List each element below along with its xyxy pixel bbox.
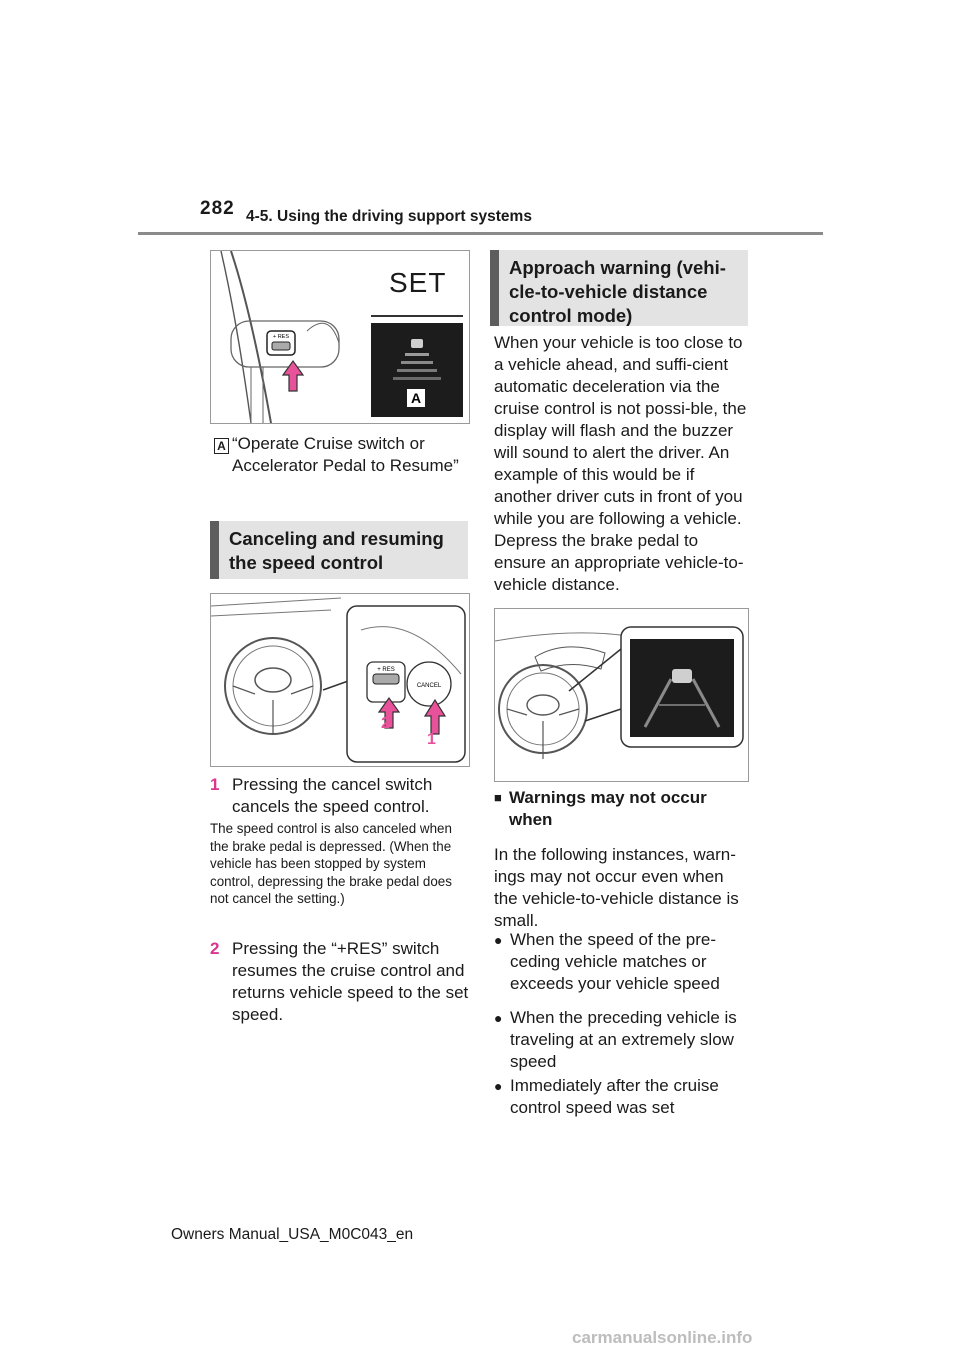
step-1-number: 1 [210, 775, 220, 794]
warning-item-text: Immediately after the cruise control spe… [510, 1076, 719, 1117]
caption-a-text: “Operate Cruise switch or Accelerator Pe… [232, 434, 459, 475]
warnings-intro: In the following instances, warn-ings ma… [494, 845, 739, 930]
caption-label-a: A [214, 438, 229, 454]
footer-manual-id: Owners Manual_USA_M0C043_en [171, 1226, 414, 1243]
figure-approach-display [494, 608, 749, 782]
step-1: 1 Pressing the cancel switch cancels the… [210, 774, 472, 818]
dashboard-illustration [495, 626, 744, 759]
warnings-title: Warnings may not occur when [509, 788, 707, 829]
warning-item-text: When the preceding vehicle is traveling … [510, 1008, 737, 1071]
square-bullet-icon: ■ [494, 790, 502, 805]
warning-item: ● When the speed of the pre-ceding vehic… [494, 929, 746, 995]
cancel-note: The speed control is also canceled when … [210, 821, 452, 906]
bullet-dot-icon: ● [494, 1010, 503, 1026]
step-2: 2 Pressing the “+RES” switch resumes the… [210, 938, 472, 1026]
section-title: 4-5. Using the driving support systems [246, 208, 532, 225]
heading-canceling-resuming: Canceling and resuming the speed control [210, 521, 468, 579]
warnings-subheading: ■ Warnings may not occur when [494, 787, 748, 831]
step-2-number: 2 [210, 939, 220, 958]
heading-approach-warning: Approach warning (vehi-cle-to-vehicle di… [490, 250, 748, 326]
warning-item-text: When the speed of the pre-ceding vehicle… [510, 930, 720, 993]
step-2-text: Pressing the “+RES” switch resumes the c… [232, 939, 469, 1024]
figure-cancel-switch: + RES CANCEL 2 1 [210, 593, 470, 767]
callout-2: 2 [381, 715, 390, 732]
radar-car-icon [393, 339, 441, 380]
warning-item: ● When the preceding vehicle is travelin… [494, 1007, 746, 1073]
cancel-switch-label: CANCEL [417, 683, 442, 689]
bullet-dot-icon: ● [494, 932, 503, 948]
switch-label-res: + RES [273, 334, 289, 340]
switch-label-res-2: + RES [377, 667, 395, 673]
watermark: carmanualsonline.info [572, 1328, 753, 1347]
figure-set-display: + RES SET A [210, 250, 470, 424]
warning-item: ● Immediately after the cruise control s… [494, 1075, 746, 1119]
set-display-label: SET [389, 267, 447, 298]
page-number: 282 [200, 198, 235, 219]
steering-wheel-illustration: + RES CANCEL 2 1 [211, 597, 466, 763]
step-1-text: Pressing the cancel switch cancels the s… [232, 775, 433, 816]
set-display-screen: A [371, 323, 463, 417]
callout-1: 1 [427, 731, 436, 748]
approach-warning-text: When your vehicle is too close to a vehi… [494, 333, 747, 594]
set-display-rule [371, 315, 463, 317]
header-rule [138, 232, 823, 235]
display-label-a: A [407, 389, 425, 407]
bullet-dot-icon: ● [494, 1078, 503, 1094]
